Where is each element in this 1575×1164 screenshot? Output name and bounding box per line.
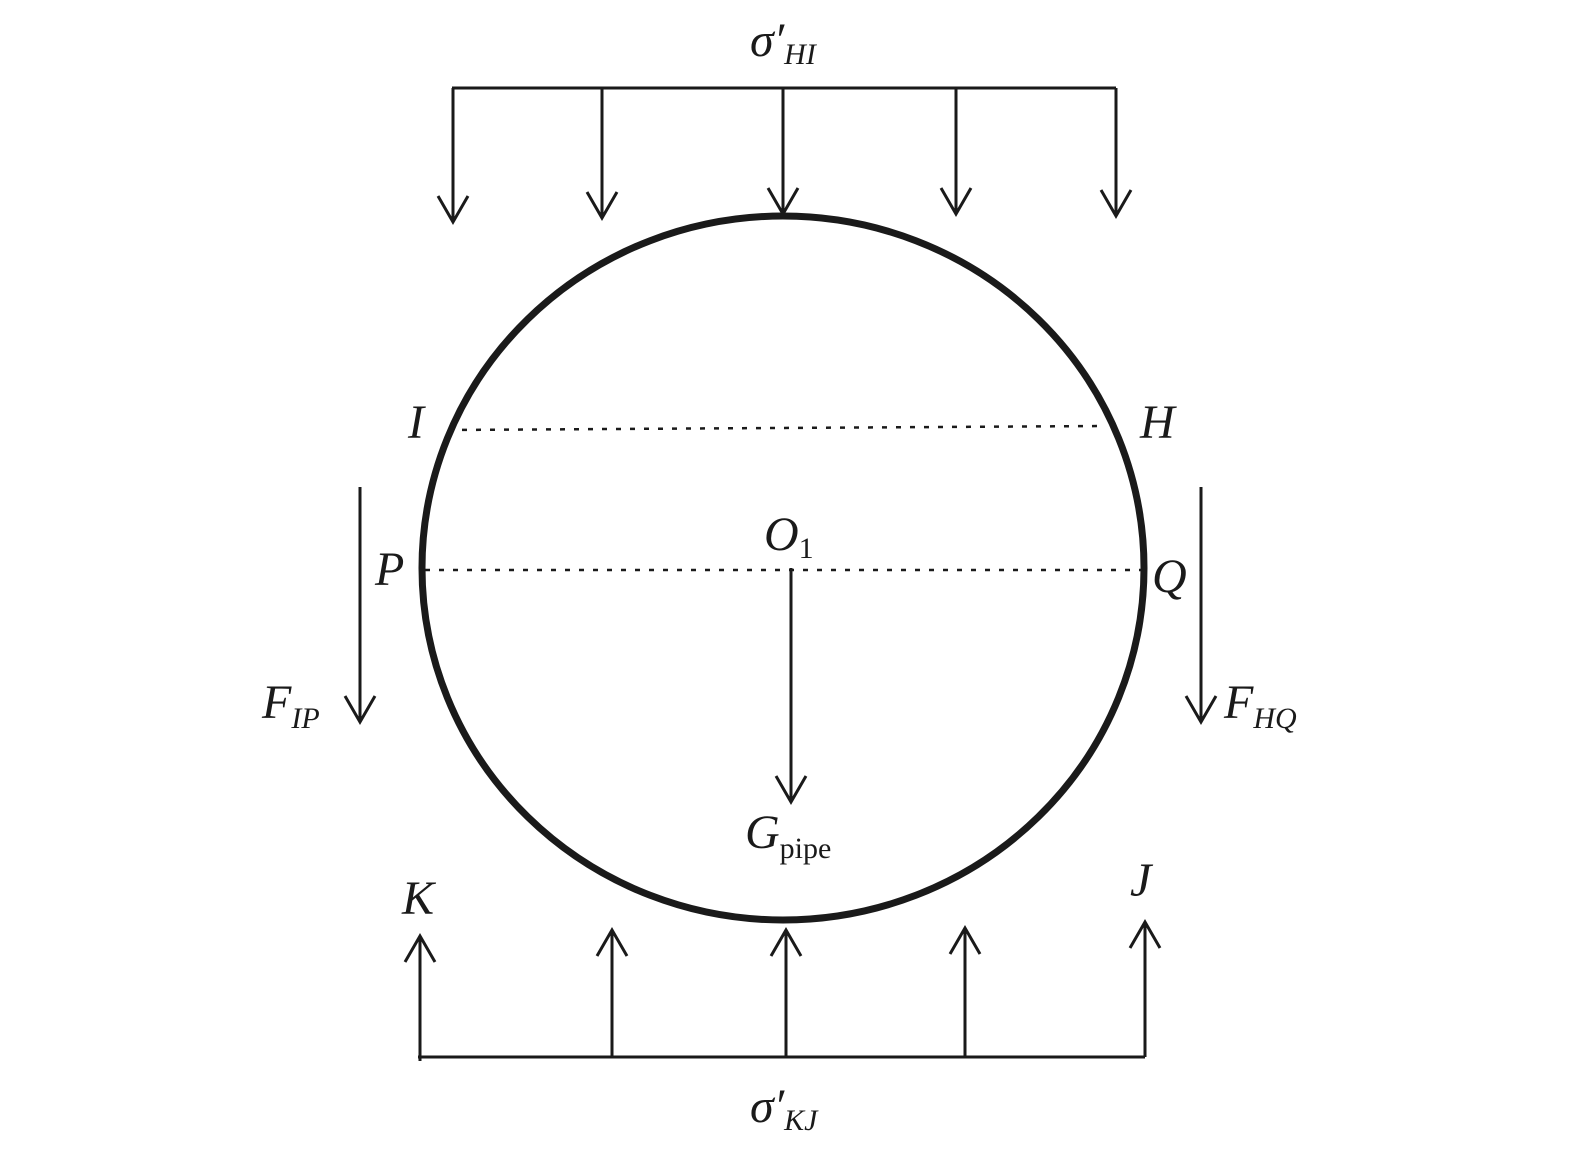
point-p-label: P	[374, 543, 404, 596]
center-o1-label: O1	[764, 508, 814, 565]
pipe-circle	[418, 212, 1148, 924]
gravity-arrow	[774, 568, 808, 806]
chord-ih	[447, 424, 1105, 432]
point-j-label: J	[1130, 854, 1154, 907]
force-ip-label: FIP	[261, 676, 320, 735]
force-hq-label: FHQ	[1223, 676, 1297, 735]
point-i-label: I	[407, 396, 426, 449]
point-k-label: K	[401, 872, 437, 925]
point-h-label: H	[1139, 396, 1177, 449]
force-hq-arrow	[1184, 487, 1218, 726]
gravity-label: Gpipe	[745, 806, 831, 865]
top-load-arrows	[436, 86, 1133, 226]
force-ip-arrow	[343, 487, 377, 726]
point-q-label: Q	[1152, 550, 1187, 603]
bottom-load-arrows	[403, 918, 1162, 1061]
sigma-hi-label: σ′HI	[750, 14, 818, 71]
sigma-kj-label: σ′KJ	[750, 1080, 819, 1137]
